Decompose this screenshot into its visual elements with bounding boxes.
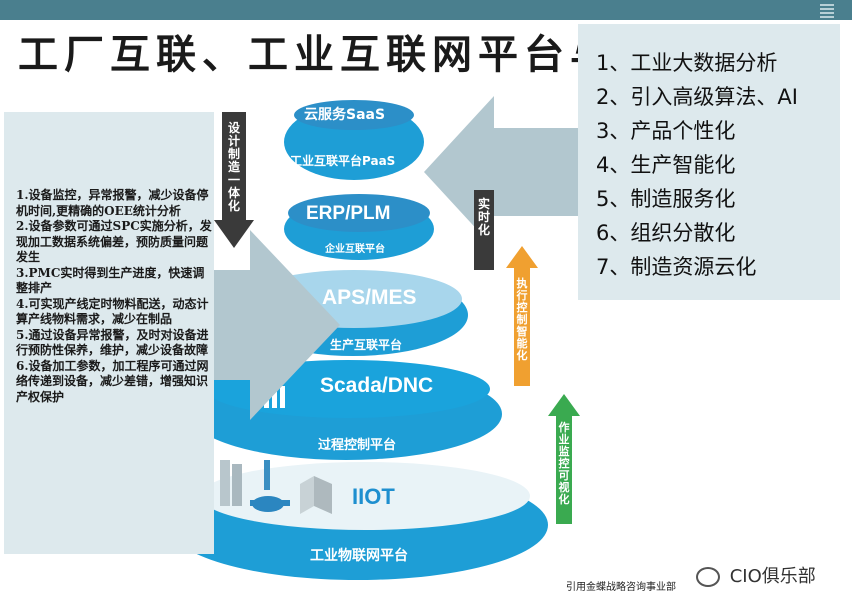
layer-erp-top [288, 194, 430, 232]
right-trends-list: 1、工业大数据分析 2、引入高级算法、AI 3、产品个性化 4、生产智能化 5、… [596, 46, 798, 284]
realtime-arrow [474, 190, 494, 270]
list-item: 6、组织分散化 [596, 221, 736, 245]
layer-erp-band-label: 企业互联平台 [325, 244, 385, 255]
monitor-up-arrow [548, 394, 580, 524]
layer-aps-band-label: 生产互联平台 [330, 338, 403, 352]
list-item: 7、制造资源云化 [596, 255, 757, 279]
list-item: 3、产品个性化 [596, 119, 736, 143]
list-item: 1.设备监控，异常报警，减少设备停机时间,更精确的OEE统计分析 [16, 188, 209, 218]
list-item: 5、制造服务化 [596, 187, 736, 211]
layer-erp-label: ERP/PLM [306, 203, 391, 224]
big-right-arrow [210, 230, 340, 420]
layer-paas-band-label: 工业互联平台PaaS [290, 154, 396, 168]
brand-name: CIO俱乐部 [729, 566, 816, 587]
left-benefits-list: 1.设备监控，异常报警，减少设备停机时间,更精确的OEE统计分析 2.设备参数可… [16, 188, 212, 405]
list-item: 2.设备参数可通过SPC实施分析，发现加工数据系统偏差，预防质量问题发生 [16, 219, 212, 264]
list-item: 1、工业大数据分析 [596, 51, 778, 75]
layer-iiot-top [200, 462, 530, 530]
monitor-label: 作业监控可视化 [558, 421, 570, 506]
layer-aps-label: APS/MES [322, 286, 417, 309]
layer-iiot-band-label: 工业物联网平台 [310, 548, 408, 564]
execution-up-arrow [506, 246, 538, 386]
layer-scada-label: Scada/DNC [320, 374, 434, 397]
list-item: 4.可实现产线定时物料配送，动态计算产线物料需求，减少在制品 [16, 296, 209, 327]
wechat-icon [696, 567, 720, 587]
layer-iiot-label: IIOT [352, 484, 395, 509]
layer-saas-label: 云服务SaaS [304, 107, 386, 123]
right-trends-panel: 1、工业大数据分析 2、引入高级算法、AI 3、产品个性化 4、生产智能化 5、… [578, 24, 840, 300]
list-item: 3.PMC实时得到生产进度，快速调整排产 [16, 265, 205, 296]
list-item: 4、生产智能化 [596, 153, 736, 177]
layer-scada-band-label: 过程控制平台 [318, 438, 397, 453]
layer-saas-top [294, 100, 414, 130]
realtime-label: 实时化 [477, 197, 490, 237]
design-down-arrow [214, 112, 254, 248]
big-left-arrow [424, 96, 580, 248]
top-banner [0, 0, 852, 20]
execution-label: 执行控制智能化 [516, 277, 528, 362]
corner-pattern [820, 2, 834, 18]
left-benefits-panel [4, 112, 214, 554]
list-item: 2、引入高级算法、AI [596, 85, 798, 109]
source-note: 引用金蝶战略咨询事业部 [566, 582, 676, 593]
brand-watermark: CIO俱乐部 [696, 562, 816, 588]
design-arrow-label: 设计制造一体化 [227, 121, 240, 213]
factory-machine-icon [220, 460, 332, 514]
list-item: 6.设备加工参数，加工程序可通过网络传递到设备，减少差错，增强知识产权保护 [16, 358, 209, 404]
list-item: 5.通过设备异常报警，及时对设备进行预防性保养，维护，减少设备故障 [16, 327, 209, 358]
